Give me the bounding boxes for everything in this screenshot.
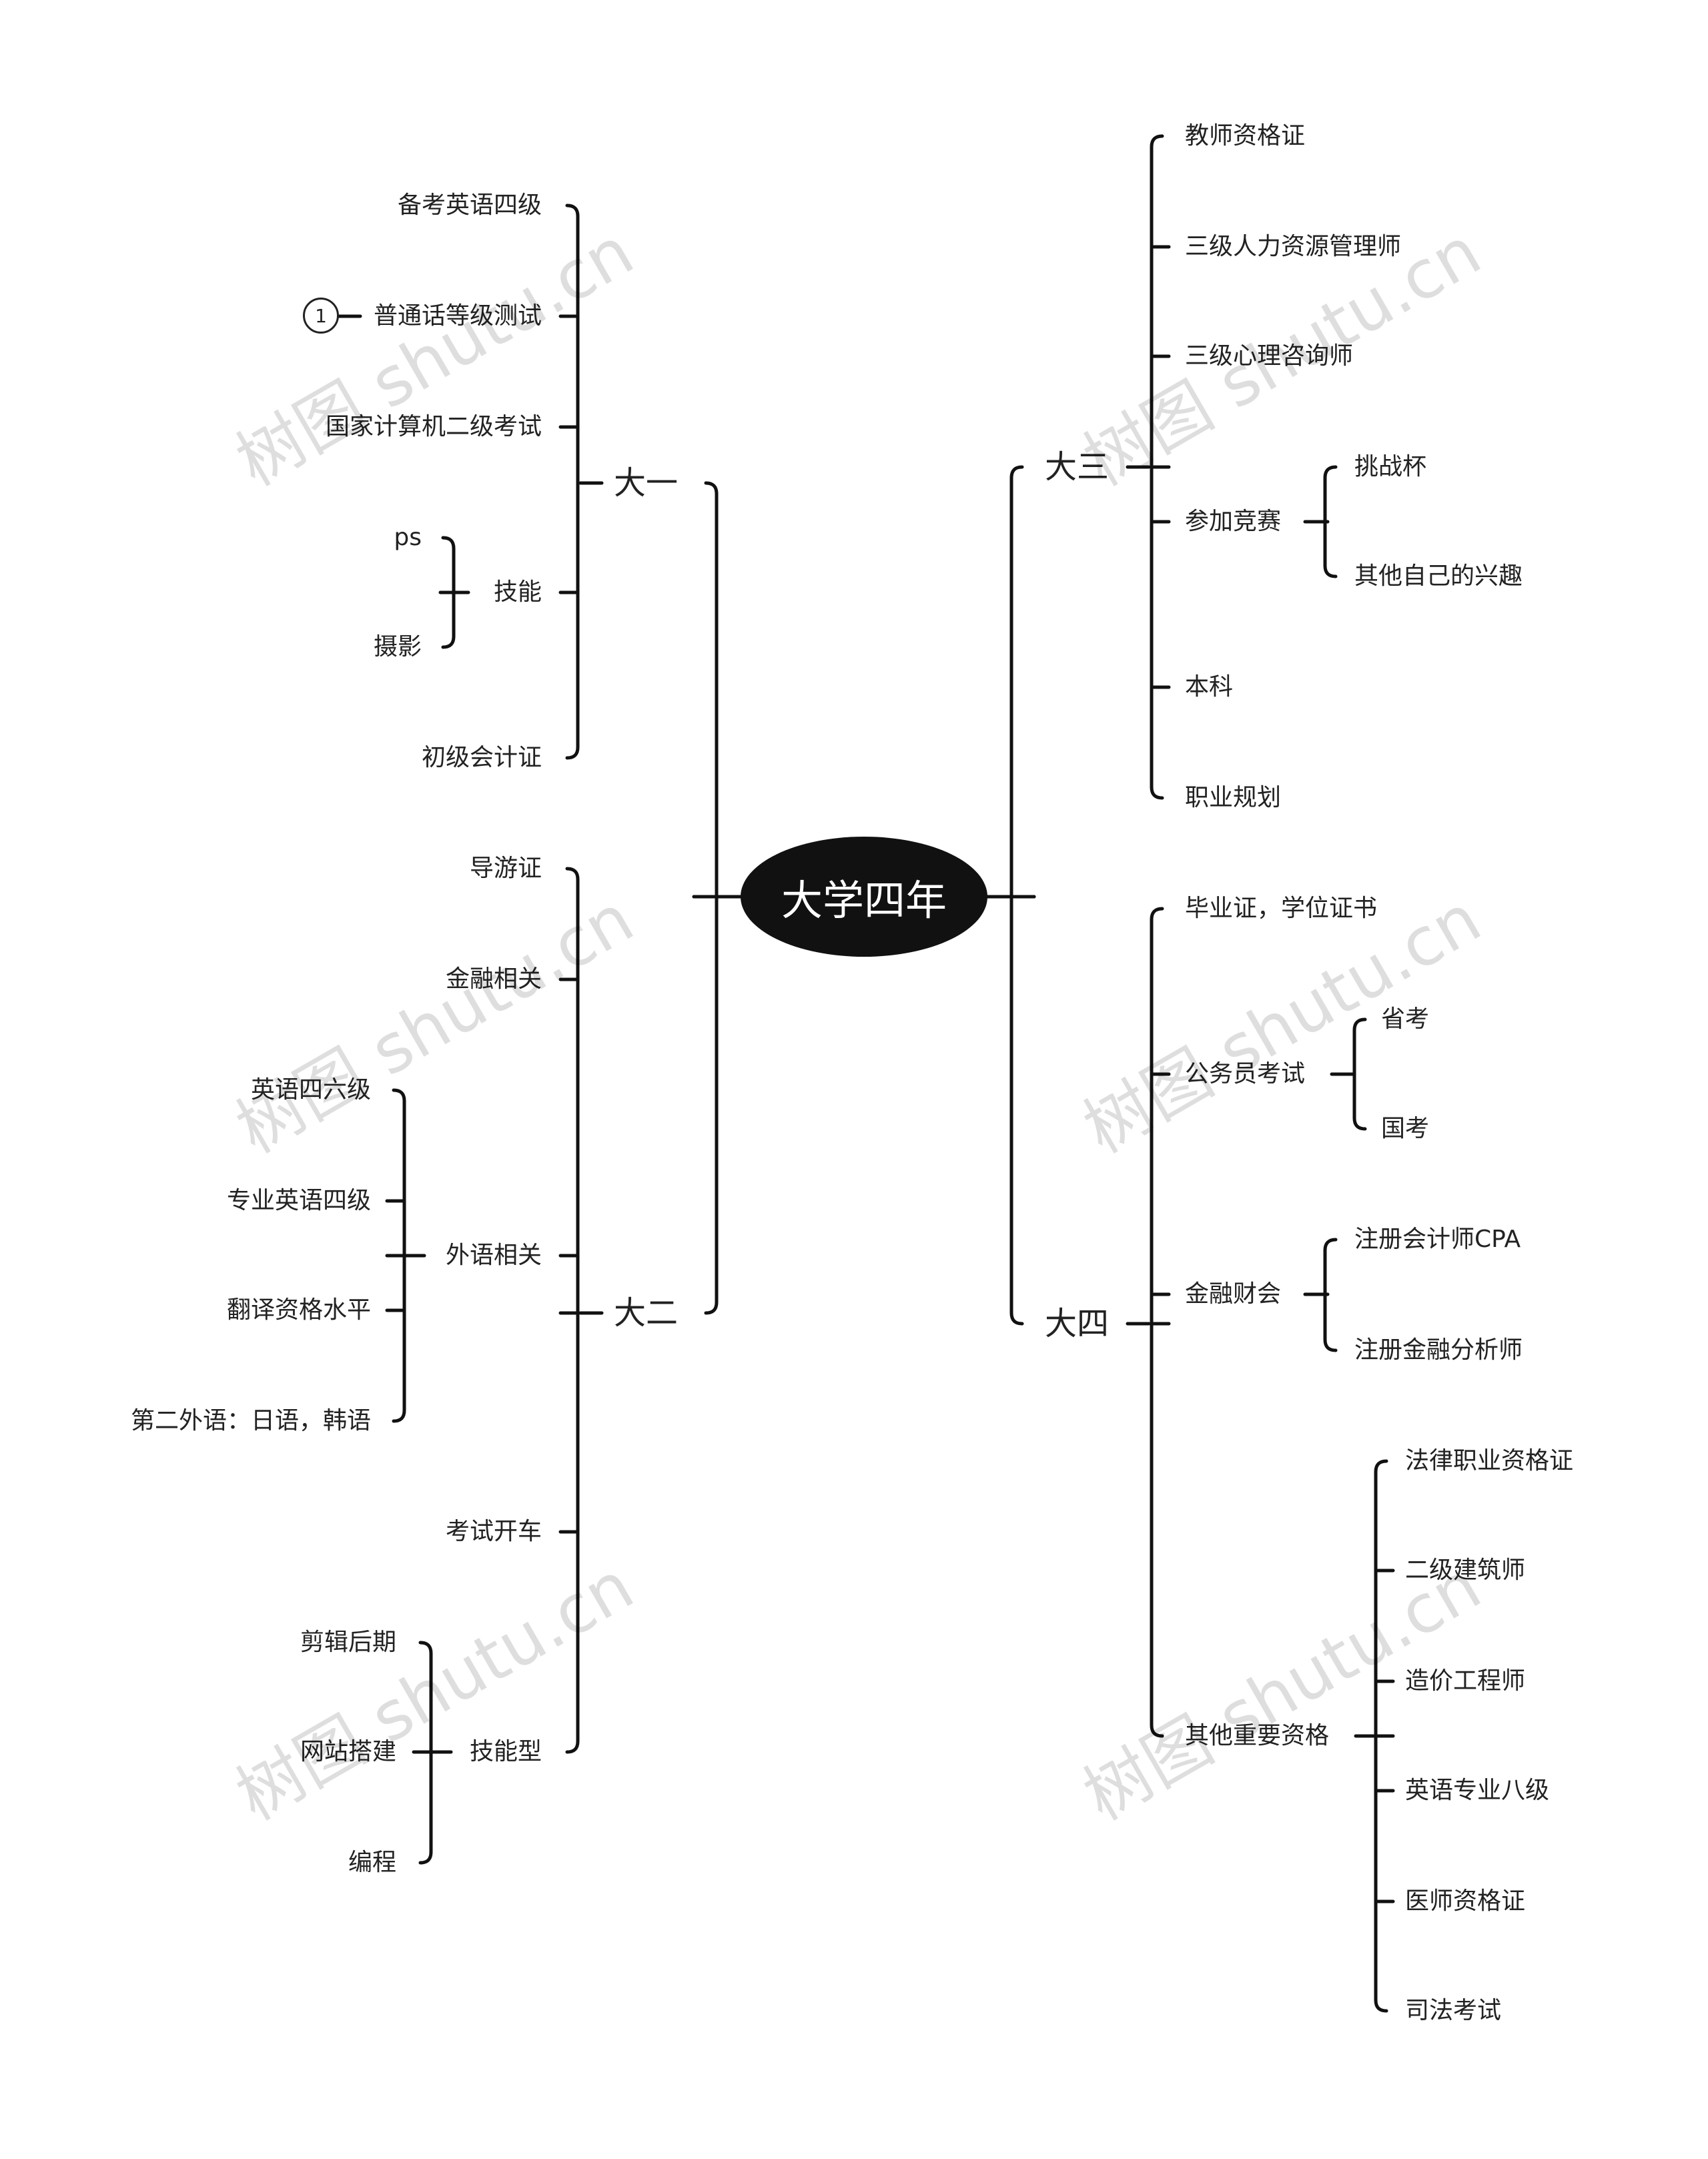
subtopic-judicial-exam[interactable]: 司法考试 [1405,1997,1502,2024]
subtopic-legal-cert[interactable]: 法律职业资格证 [1405,1447,1574,1474]
subtopic-programming[interactable]: 编程 [348,1849,396,1876]
subtopic-tem4[interactable]: 专业英语四级 [226,1187,371,1214]
topic-finance[interactable]: 金融相关 [445,965,542,993]
subtopic-translation-cert[interactable]: 翻译资格水平 [226,1296,371,1324]
topic-cet4-prep[interactable]: 备考英语四级 [397,191,542,219]
topic-tour-guide[interactable]: 导游证 [469,855,542,882]
topic-career-planning[interactable]: 职业规划 [1185,784,1282,811]
subtopic-national-exam[interactable]: 国考 [1381,1115,1430,1142]
topic-computer-level2[interactable]: 国家计算机二级考试 [325,413,542,440]
subtopic-video-editing[interactable]: 剪辑后期 [300,1629,396,1656]
topic-foreign-language[interactable]: 外语相关 [445,1242,542,1269]
branch-year-4[interactable]: 大四 [1045,1305,1110,1342]
topic-diploma-degree[interactable]: 毕业证，学位证书 [1185,895,1378,922]
subtopic-architect-level2[interactable]: 二级建筑师 [1405,1557,1526,1584]
topic-undergraduate[interactable]: 本科 [1185,673,1234,701]
topic-driving-test[interactable]: 考试开车 [445,1518,542,1545]
subtopic-tem8[interactable]: 英语专业八级 [1405,1777,1550,1804]
subtopic-ps[interactable]: ps [394,524,422,551]
root-node[interactable]: 大学四年 [741,837,987,957]
subtopic-cet46[interactable]: 英语四六级 [250,1076,371,1104]
priority-marker-icon: 1 [303,298,339,334]
bracket-finance-accounting [1323,1238,1338,1352]
subtopic-cpa[interactable]: 注册会计师CPA [1354,1226,1521,1253]
topic-teacher-cert[interactable]: 教师资格证 [1185,122,1306,149]
topic-finance-accounting[interactable]: 金融财会 [1185,1280,1282,1308]
topic-skills[interactable]: 技能 [493,578,542,606]
subtopic-cfa[interactable]: 注册金融分析师 [1354,1336,1523,1364]
subtopic-second-language[interactable]: 第二外语：日语，韩语 [130,1407,371,1434]
subtopic-cost-engineer[interactable]: 造价工程师 [1405,1667,1526,1695]
subtopic-challenge-cup[interactable]: 挑战杯 [1354,453,1427,480]
topic-psych-counselor[interactable]: 三级心理咨询师 [1185,342,1354,370]
topic-other-qualifications[interactable]: 其他重要资格 [1185,1722,1330,1749]
bracket-year-1 [565,203,580,760]
bracket-year-2 [565,867,580,1754]
subtopic-provincial-exam[interactable]: 省考 [1381,1005,1430,1033]
topic-technical-skills[interactable]: 技能型 [469,1738,542,1765]
topic-mandarin-test[interactable]: 普通话等级测试 [373,302,542,330]
topic-civil-service[interactable]: 公务员考试 [1185,1060,1306,1088]
subtopic-own-interests[interactable]: 其他自己的兴趣 [1354,562,1523,590]
subtopic-photography[interactable]: 摄影 [373,633,422,661]
topic-hr-manager[interactable]: 三级人力资源管理师 [1185,233,1402,260]
root-label: 大学四年 [781,876,947,925]
subtopic-website-building[interactable]: 网站搭建 [300,1738,396,1765]
topic-competitions[interactable]: 参加竞赛 [1185,508,1282,535]
subtopic-physician-cert[interactable]: 医师资格证 [1405,1887,1526,1915]
branch-year-1[interactable]: 大一 [614,464,679,502]
branch-year-3[interactable]: 大三 [1045,448,1110,486]
branch-year-2[interactable]: 大二 [614,1294,679,1332]
topic-junior-accountant[interactable]: 初级会计证 [421,744,542,771]
